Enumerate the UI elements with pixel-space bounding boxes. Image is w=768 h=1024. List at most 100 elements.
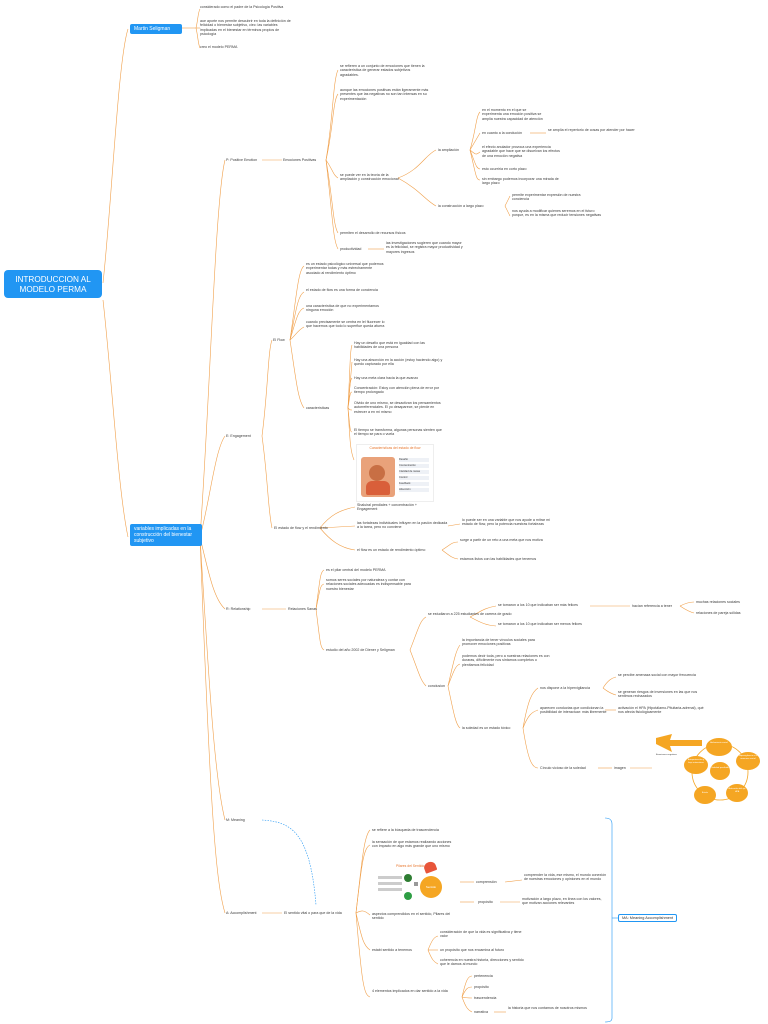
- r-soledad-2: aparecen conductas que condicionan la po…: [540, 706, 607, 715]
- a-proposito[interactable]: propósito: [478, 900, 493, 904]
- r-estudio: se estudiaron a 225 estudiantes de carre…: [428, 612, 512, 616]
- r-soledad-1: nos dispone a la hipervigilancia: [540, 686, 590, 690]
- e-flow-vs[interactable]: El estado de flow y el rendimiento: [274, 526, 328, 530]
- a-proposito-note: motivación a largo plazo, en línea con l…: [522, 897, 602, 906]
- e-node[interactable]: E: Engagement: [226, 434, 251, 438]
- p-ampliacion[interactable]: la ampliación: [438, 148, 459, 152]
- cycle-node-5: Autoprotección y baja autoestima: [684, 756, 708, 774]
- p-text-3: se puede ver en la teoría de la ampliaci…: [340, 173, 399, 182]
- e-flow[interactable]: El Flow: [273, 338, 285, 342]
- p-construccion[interactable]: la construcción a largo plazo: [438, 204, 484, 208]
- e-optimo-1: surge a partir de un reto a una meta que…: [460, 538, 543, 542]
- side-label[interactable]: MA: Meaning Accomplishment: [618, 914, 678, 922]
- e-optimo-2: estamos listos con las habilidades que t…: [460, 557, 537, 561]
- pilares-image: Pilares del Sentido Sentido: [374, 860, 460, 908]
- p-construccion-1: permite experimentar expresión de nuestr…: [512, 193, 581, 202]
- a-elemento-3: trascendencia: [474, 996, 497, 1000]
- a-comprension[interactable]: comprensión: [476, 880, 497, 884]
- e-flow-4: cuando precisamente se centra en lel flu…: [306, 320, 385, 329]
- e-car-6: El tiempo se transforma, algunas persona…: [354, 428, 442, 437]
- e-fortalezas-note: lo puede ser en una variable que nos ayu…: [462, 518, 550, 527]
- r-conc-2: podemos decir toda, pero a nuestras rela…: [462, 654, 550, 667]
- r-hiper-1: se percibe amenaza social con mayor frec…: [618, 673, 696, 677]
- a-narrativa-note: la historia que nos contamos de nosotros…: [508, 1006, 587, 1010]
- cycle-node-4: Estrés: [694, 786, 716, 804]
- a-tenemos-3: coherencia en nuestra historia, direccio…: [440, 958, 524, 967]
- p-text-1: se refieren a un conjunto de emociones q…: [340, 64, 425, 77]
- heart-icon: [422, 860, 438, 874]
- e-flowvs-2: las fortalezas individuales influyen en …: [357, 521, 448, 530]
- seligman-item-3: creo el modelo PERMA: [200, 45, 238, 49]
- a-elemento-4: narrativa: [474, 1010, 488, 1014]
- a-item-4: estabi sentido a tenemos: [372, 948, 412, 952]
- e-flowvs-3: el flow es un estado de rendimiento ópti…: [357, 548, 426, 552]
- r-node[interactable]: R: Relationship: [226, 607, 251, 611]
- p-ampliacion-3: el efecto anulador provoca una experienc…: [482, 145, 560, 158]
- cycle-image: Aislamiento social Hipervigilancia a la …: [652, 730, 762, 808]
- r-ref-1: muchas relaciones sociales: [696, 600, 740, 604]
- p-node[interactable]: P: Positive Emotion: [226, 158, 258, 162]
- e-car-1: Hay un desafío que está en igualdad con …: [354, 341, 425, 350]
- r-conclusion[interactable]: conclusion: [428, 684, 445, 688]
- p-ampliacion-1: en el momento en el que se experimenta u…: [482, 108, 543, 121]
- cycle-node-3: Activación del eje HPA: [726, 784, 748, 802]
- r-item-3: estudio del año 2002 de Diener y Seligma…: [326, 648, 395, 652]
- r-grupo-2: se tomaron a los 10 que indicaban ser me…: [498, 622, 582, 626]
- flow-image-title: Características del estado de flow: [369, 446, 421, 450]
- p-emociones[interactable]: Emociones Positivas: [283, 158, 317, 162]
- a-item-2: la sensación de que estamos realizando a…: [372, 840, 452, 849]
- r-conc-3: la soledad es un estado tóxico: [462, 726, 511, 730]
- seligman-node[interactable]: Martin Seligman: [130, 24, 182, 34]
- cycle-node-6: Emociones negativas: [656, 754, 677, 756]
- r-imagen: imagen: [614, 766, 626, 770]
- seligman-item-1: considerado como el padre de la Psicolog…: [200, 5, 284, 9]
- a-item-3: aspectos comprendidos en el sentido, Pil…: [372, 912, 451, 921]
- variables-node[interactable]: variables implicadas en la construcción …: [130, 524, 202, 546]
- child-photo: [361, 457, 395, 497]
- e-flow-1: es un estado psicológico universal que p…: [306, 262, 384, 275]
- e-car-5: Olvido de uno mismo, se desactivan los p…: [354, 401, 441, 414]
- r-hiper-2: se generan riesgos de inversiones en las…: [618, 690, 698, 699]
- p-construccion-2: nos ayuda a modificar quienes seremos en…: [512, 209, 602, 218]
- a-tenemos-1: consideración de que la vida es signific…: [440, 930, 522, 939]
- r-relaciones[interactable]: Relaciones Sanas: [288, 607, 317, 611]
- cycle-center: Soledad percibida: [710, 762, 730, 780]
- e-flowvs-1: Shaluiral pendiales + concentración + En…: [357, 503, 417, 512]
- flow-image: Características del estado de flow Desaf…: [356, 444, 434, 502]
- e-car-4: Concentración: Estoy con atención plena …: [354, 386, 440, 395]
- pilares-title: Pilares del Sentido: [396, 864, 425, 868]
- cycle-node-2: Hipervigilancia a la amenaza social: [736, 752, 760, 770]
- r-grupo-1: se tomaron a los 10 que indicaban ser má…: [498, 603, 578, 607]
- e-car-2: Hay una absorción en la acción (estoy ha…: [354, 358, 443, 367]
- seligman-item-2: aue aporte nos permite descubrir en toda…: [200, 19, 291, 37]
- r-item-1: es el pilar central del modelo PERMA: [326, 568, 386, 572]
- a-sentido[interactable]: El sentido vital o para que de la vida: [284, 911, 342, 915]
- a-elemento-1: pertenencia: [474, 974, 493, 978]
- p-text-5: productividad: [340, 247, 362, 251]
- r-circulo[interactable]: Círculo vicioso de la soledad: [540, 766, 586, 770]
- p-ampliacion-2: en cuanto a la condución: [482, 131, 522, 135]
- e-caracteristicas[interactable]: características: [306, 406, 330, 410]
- a-item-1: se refiere a la búsqueda de trascendenci…: [372, 828, 439, 832]
- p-ampliacion-4: esto ocurriría en corto plazo: [482, 167, 527, 171]
- e-flow-3: una característica de que no experimenta…: [306, 304, 379, 313]
- p-productividad-note: las investigaciones sugieren que cuando …: [386, 241, 463, 254]
- r-conc-1: la importancia de tener vínculos sociale…: [462, 638, 535, 647]
- cycle-node-1: Aislamiento social: [706, 738, 732, 756]
- p-text-4: permiten el desarrollo de recursos físic…: [340, 231, 406, 235]
- e-car-3: Hay una meta clara hacia la que avanzo: [354, 376, 419, 380]
- r-activacion: activación el HPA (Hipotálamo-Pituitaria…: [618, 706, 704, 715]
- r-referencia: hacían referencia a tener: [632, 604, 672, 608]
- r-item-2: somos seres sociales por naturaleza y co…: [326, 578, 411, 591]
- p-conducion-note: se amplía el repertorio de cosas por ate…: [548, 128, 635, 132]
- a-comprension-note: comprender la vida, ese mismo, el mundo …: [524, 873, 607, 882]
- a-elemento-2: propósito: [474, 985, 489, 989]
- a-item-5: 4 elementos implicados en dar sentido a …: [372, 989, 448, 993]
- a-tenemos-2: un propósito que nos encamina al futuro: [440, 948, 505, 952]
- m-node[interactable]: M: Meaning: [226, 818, 245, 822]
- a-node[interactable]: A: Accomplishment: [226, 911, 257, 915]
- root-node[interactable]: INTRODUCCION AL MODELO PERMA: [4, 270, 102, 298]
- e-flow-2: el estado de flow es una forma de concie…: [306, 288, 378, 292]
- p-ampliacion-5: sin embargo podemos incorporar una mirad…: [482, 177, 559, 186]
